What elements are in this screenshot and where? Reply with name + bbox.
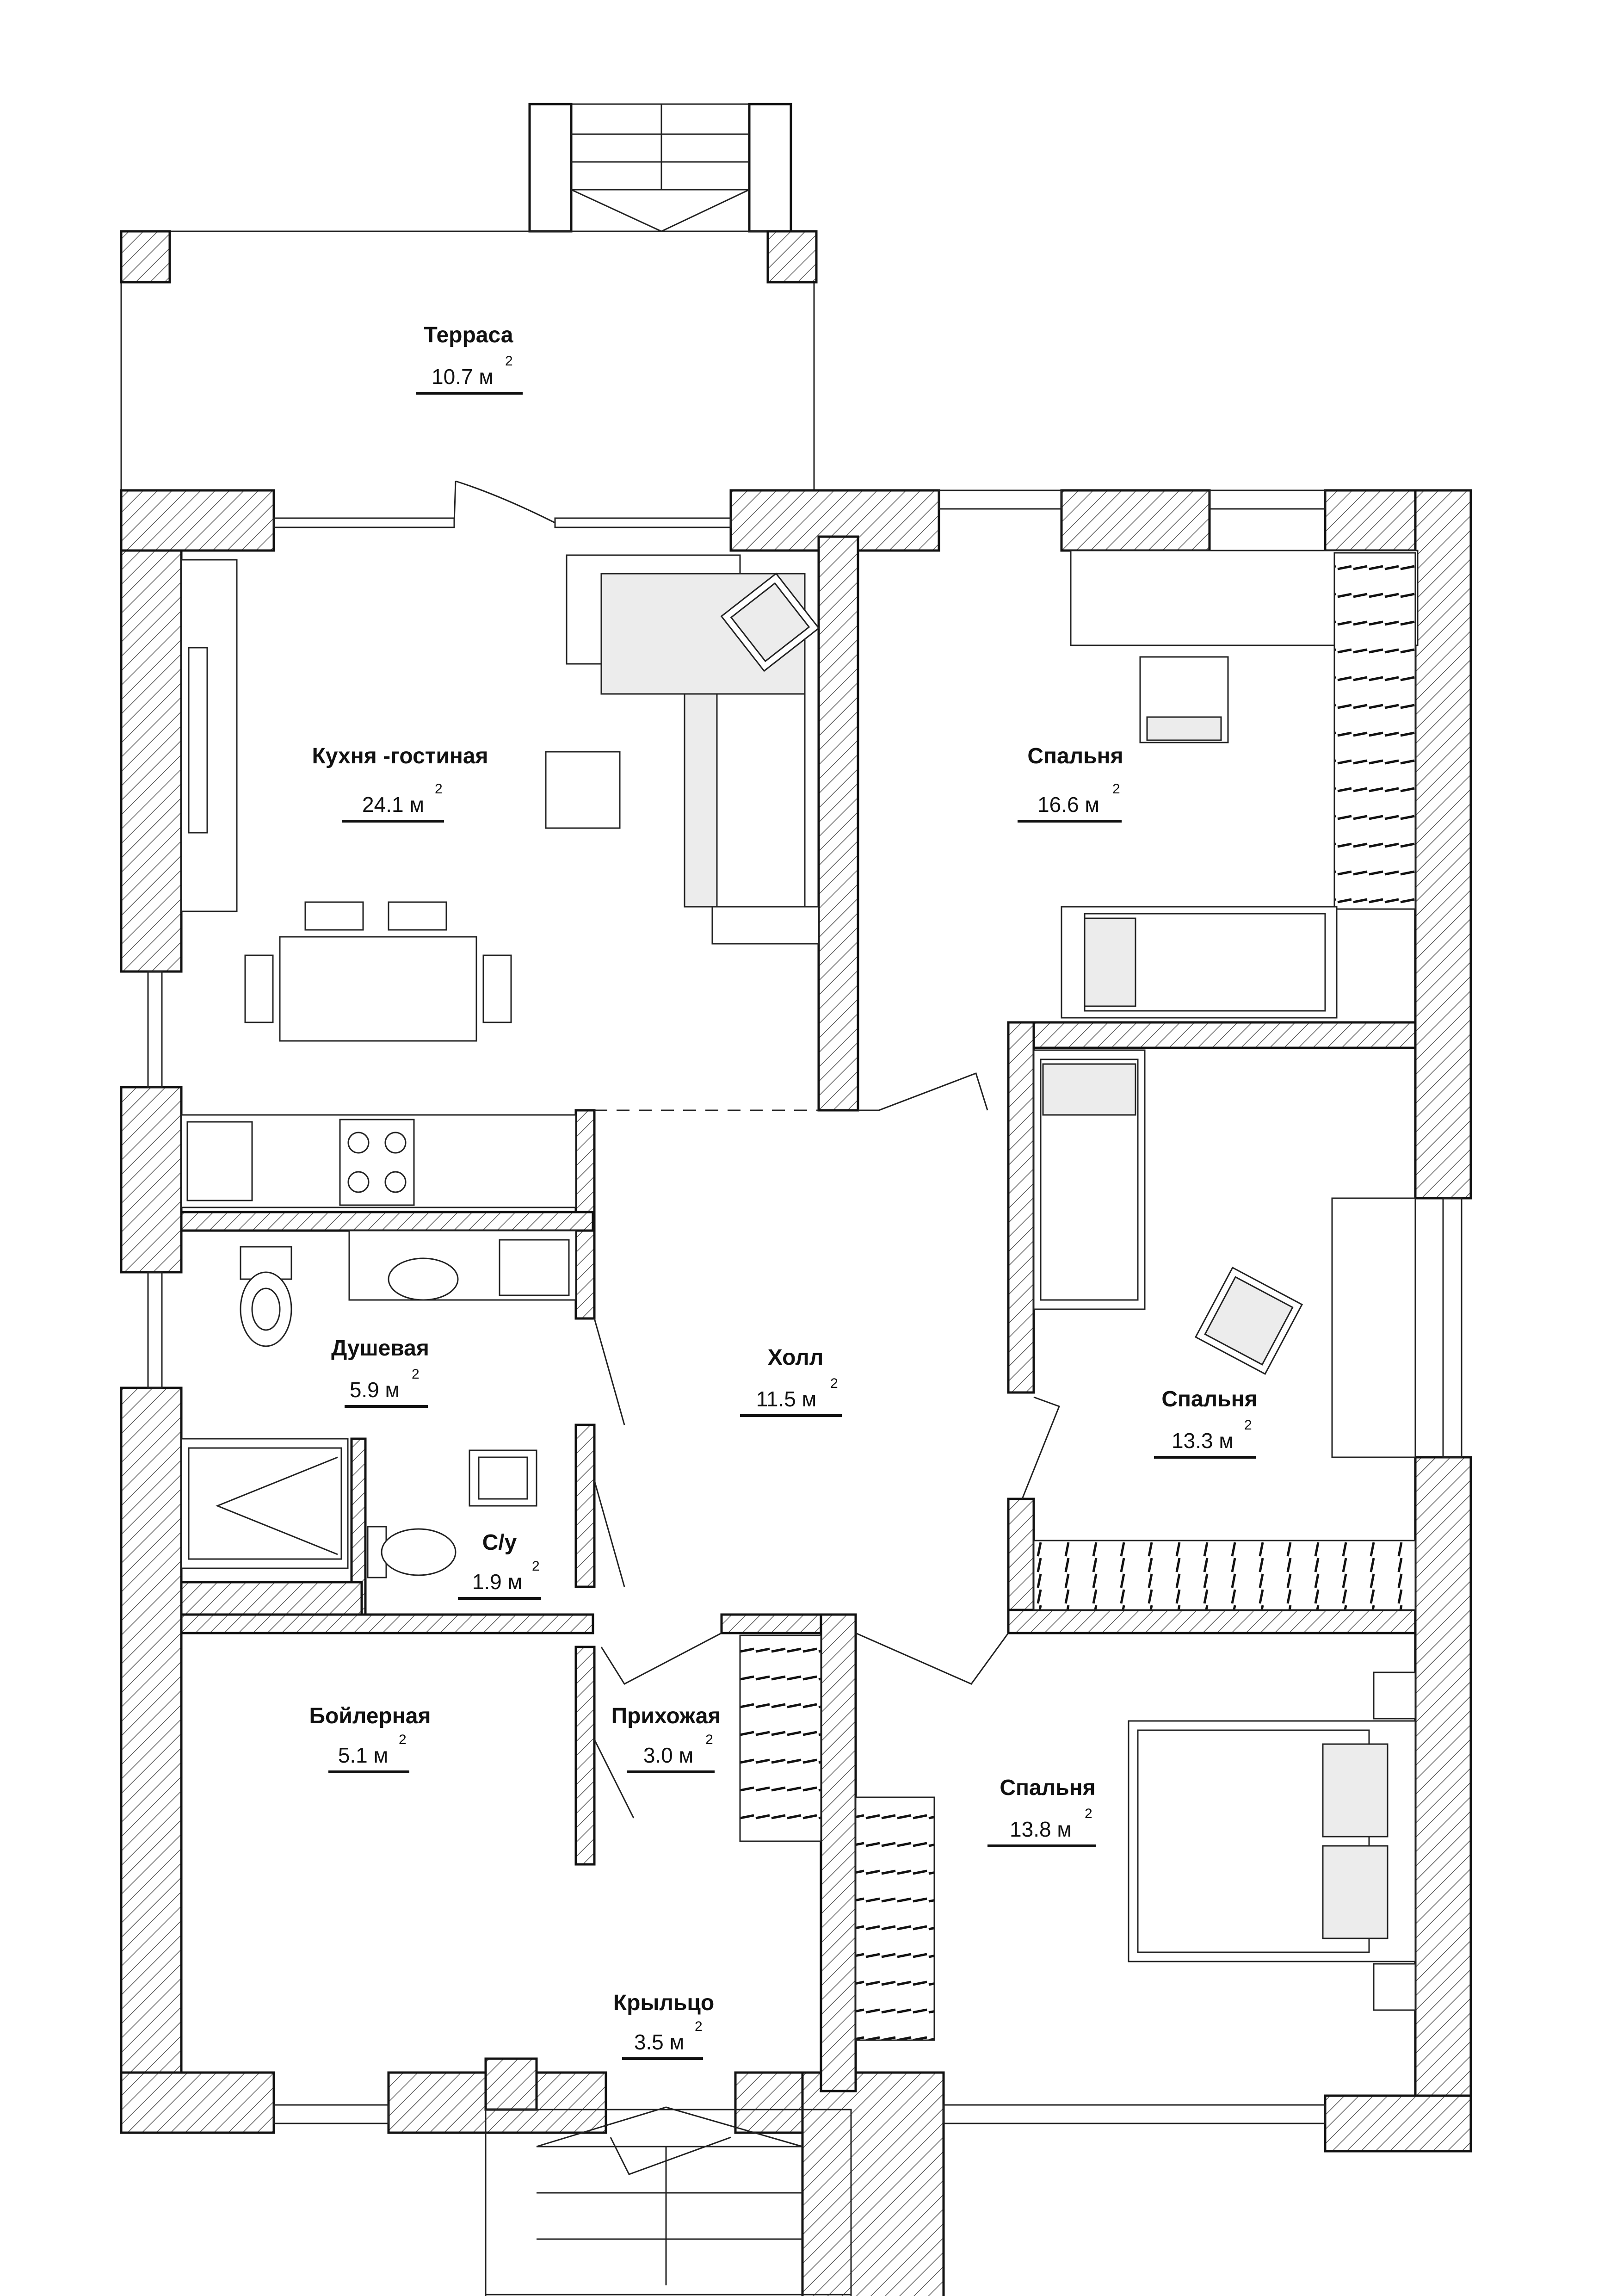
terrace-column-right (766, 230, 818, 284)
room-terrace-area: 10.7 м (432, 365, 494, 389)
room-wc: С/у 1.9 м 2 (458, 1530, 541, 1600)
room-terrace-name: Терраса (424, 323, 513, 347)
room-shower-name: Душевая (331, 1336, 429, 1361)
room-porch-sup: 2 (695, 2019, 703, 2034)
bed-icon (1128, 1720, 1416, 1962)
room-hall-area: 11.5 м (756, 1387, 817, 1411)
room-kitchen: Кухня -гостиная 24.1 м 2 (312, 744, 488, 823)
room-entry-sup: 2 (705, 1732, 713, 1747)
room-bedroom2-name: Спальня (1161, 1387, 1257, 1411)
room-entry-area: 3.0 м (643, 1743, 693, 1767)
dining-table-icon (244, 901, 512, 1042)
bedroom2-furniture (1033, 1049, 1416, 1611)
room-wc-name: С/у (482, 1530, 517, 1555)
room-terrace: Терраса 10.7 м 2 (416, 323, 523, 395)
room-bedroom1-area: 16.6 м (1037, 792, 1099, 817)
room-terrace-sup: 2 (505, 353, 513, 369)
wc-fixtures (367, 1449, 537, 1578)
room-hall-sup: 2 (830, 1376, 838, 1391)
terrace (120, 230, 818, 490)
room-wc-sup: 2 (532, 1559, 540, 1574)
armchair-icon (1139, 656, 1229, 743)
walls (120, 489, 1472, 2296)
room-boiler-area: 5.1 м (338, 1743, 388, 1767)
room-bedroom3-name: Спальня (1000, 1776, 1095, 1800)
bed-icon (1061, 906, 1338, 1019)
nightstand (1373, 1671, 1416, 1720)
room-bedroom3-area: 13.8 м (1010, 1817, 1072, 1841)
toilet-icon (367, 1526, 457, 1578)
wardrobe-icon (739, 1634, 822, 1842)
room-porch-name: Крыльцо (613, 1991, 714, 2015)
doors (453, 480, 1060, 2175)
room-shower-area: 5.9 м (350, 1378, 400, 1402)
stairs-icon (485, 2106, 852, 2296)
kitchen-furniture (180, 554, 820, 1208)
room-kitchen-name: Кухня -гостиная (312, 744, 488, 768)
room-entry-name: Прихожая (611, 1704, 721, 1728)
door-icon (453, 480, 1060, 2175)
room-shower: Душевая 5.9 м 2 (331, 1336, 429, 1408)
room-porch: Крыльцо 3.5 м 2 (613, 1991, 714, 2060)
nightstand (1373, 1963, 1416, 2011)
porch-stairs (485, 2106, 852, 2296)
room-hall: Холл 11.5 м 2 (740, 1345, 842, 1417)
room-porch-area: 3.5 м (634, 2030, 684, 2054)
room-bedroom2-area: 13.3 м (1172, 1429, 1234, 1453)
room-wc-area: 1.9 м (472, 1570, 522, 1594)
room-boiler-name: Бойлерная (309, 1704, 431, 1728)
toilet-icon (240, 1246, 292, 1347)
tv-icon (188, 647, 208, 834)
wardrobe-icon (855, 1796, 935, 2041)
stove-icon (339, 1119, 415, 1206)
room-bedroom2-sup: 2 (1244, 1417, 1252, 1433)
bed-icon (1033, 1049, 1146, 1310)
room-labels: Терраса 10.7 м 2 Кухня -гостиная 24.1 м … (309, 323, 1258, 2060)
porch-column (484, 2057, 538, 2111)
room-boiler: Бойлерная 5.1 м 2 (309, 1704, 431, 1773)
room-bedroom1-name: Спальня (1027, 744, 1123, 768)
sink-icon (469, 1449, 537, 1507)
room-bedroom1-sup: 2 (1112, 781, 1120, 797)
room-bedroom3: Спальня 13.8 м 2 (987, 1776, 1096, 1847)
shower-tray-icon (180, 1438, 349, 1569)
shower-room-fixtures (180, 1230, 577, 1616)
room-bedroom1: Спальня 16.6 м 2 (1018, 744, 1123, 823)
bedroom1-furniture (1061, 550, 1419, 1019)
terrace-stairs (528, 103, 792, 233)
wardrobe-icon (1333, 552, 1416, 910)
room-boiler-sup: 2 (399, 1732, 407, 1747)
room-kitchen-sup: 2 (435, 781, 443, 797)
armchair-icon (1195, 1267, 1303, 1375)
sink-icon (388, 1239, 570, 1301)
room-entry: Прихожая 3.0 м 2 (611, 1704, 721, 1773)
terrace-column-left (120, 230, 171, 284)
room-hall-name: Холл (768, 1345, 824, 1370)
entry-wardrobe (739, 1634, 822, 1842)
sink-icon (186, 1121, 253, 1201)
bedroom3-furniture (855, 1671, 1416, 2041)
room-bedroom2: Спальня 13.3 м 2 (1154, 1387, 1258, 1459)
armchair-icon (720, 572, 820, 672)
room-kitchen-area: 24.1 м (362, 792, 424, 817)
coffee-table (545, 751, 621, 829)
room-bedroom3-sup: 2 (1085, 1806, 1092, 1821)
room-shower-sup: 2 (412, 1367, 420, 1382)
wardrobe-icon (1033, 1540, 1416, 1611)
desk-icon (1331, 1197, 1416, 1458)
